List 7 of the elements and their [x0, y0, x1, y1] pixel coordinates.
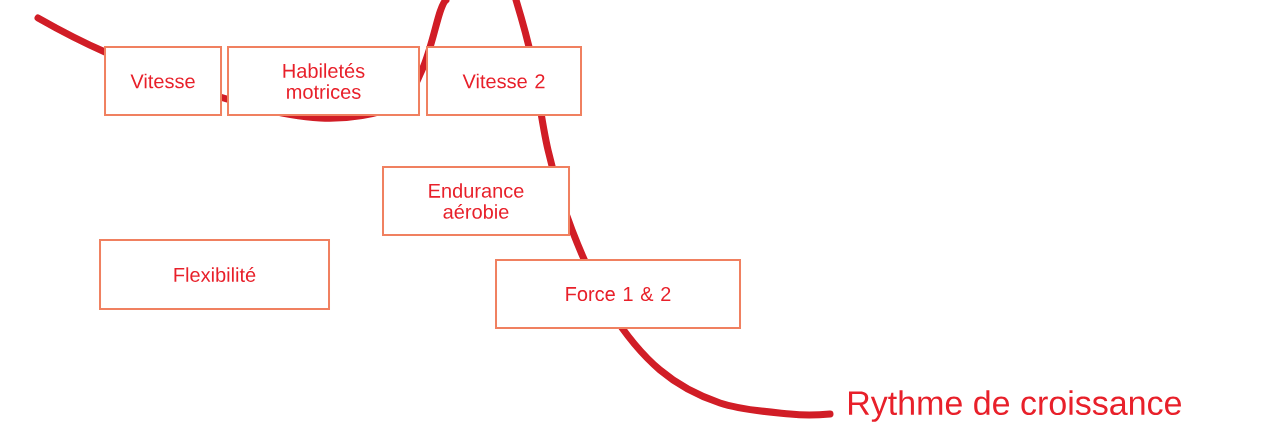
skill-box: Vitesse — [104, 46, 222, 116]
skill-box: Force 1 & 2 — [495, 259, 741, 329]
skill-box: Vitesse 2 — [426, 46, 582, 116]
skill-box: Flexibilité — [99, 239, 330, 310]
skill-box: Endurance aérobie — [382, 166, 570, 236]
skill-box: Habiletés motrices — [227, 46, 420, 116]
curve-label: Rythme de croissance — [849, 390, 1181, 422]
